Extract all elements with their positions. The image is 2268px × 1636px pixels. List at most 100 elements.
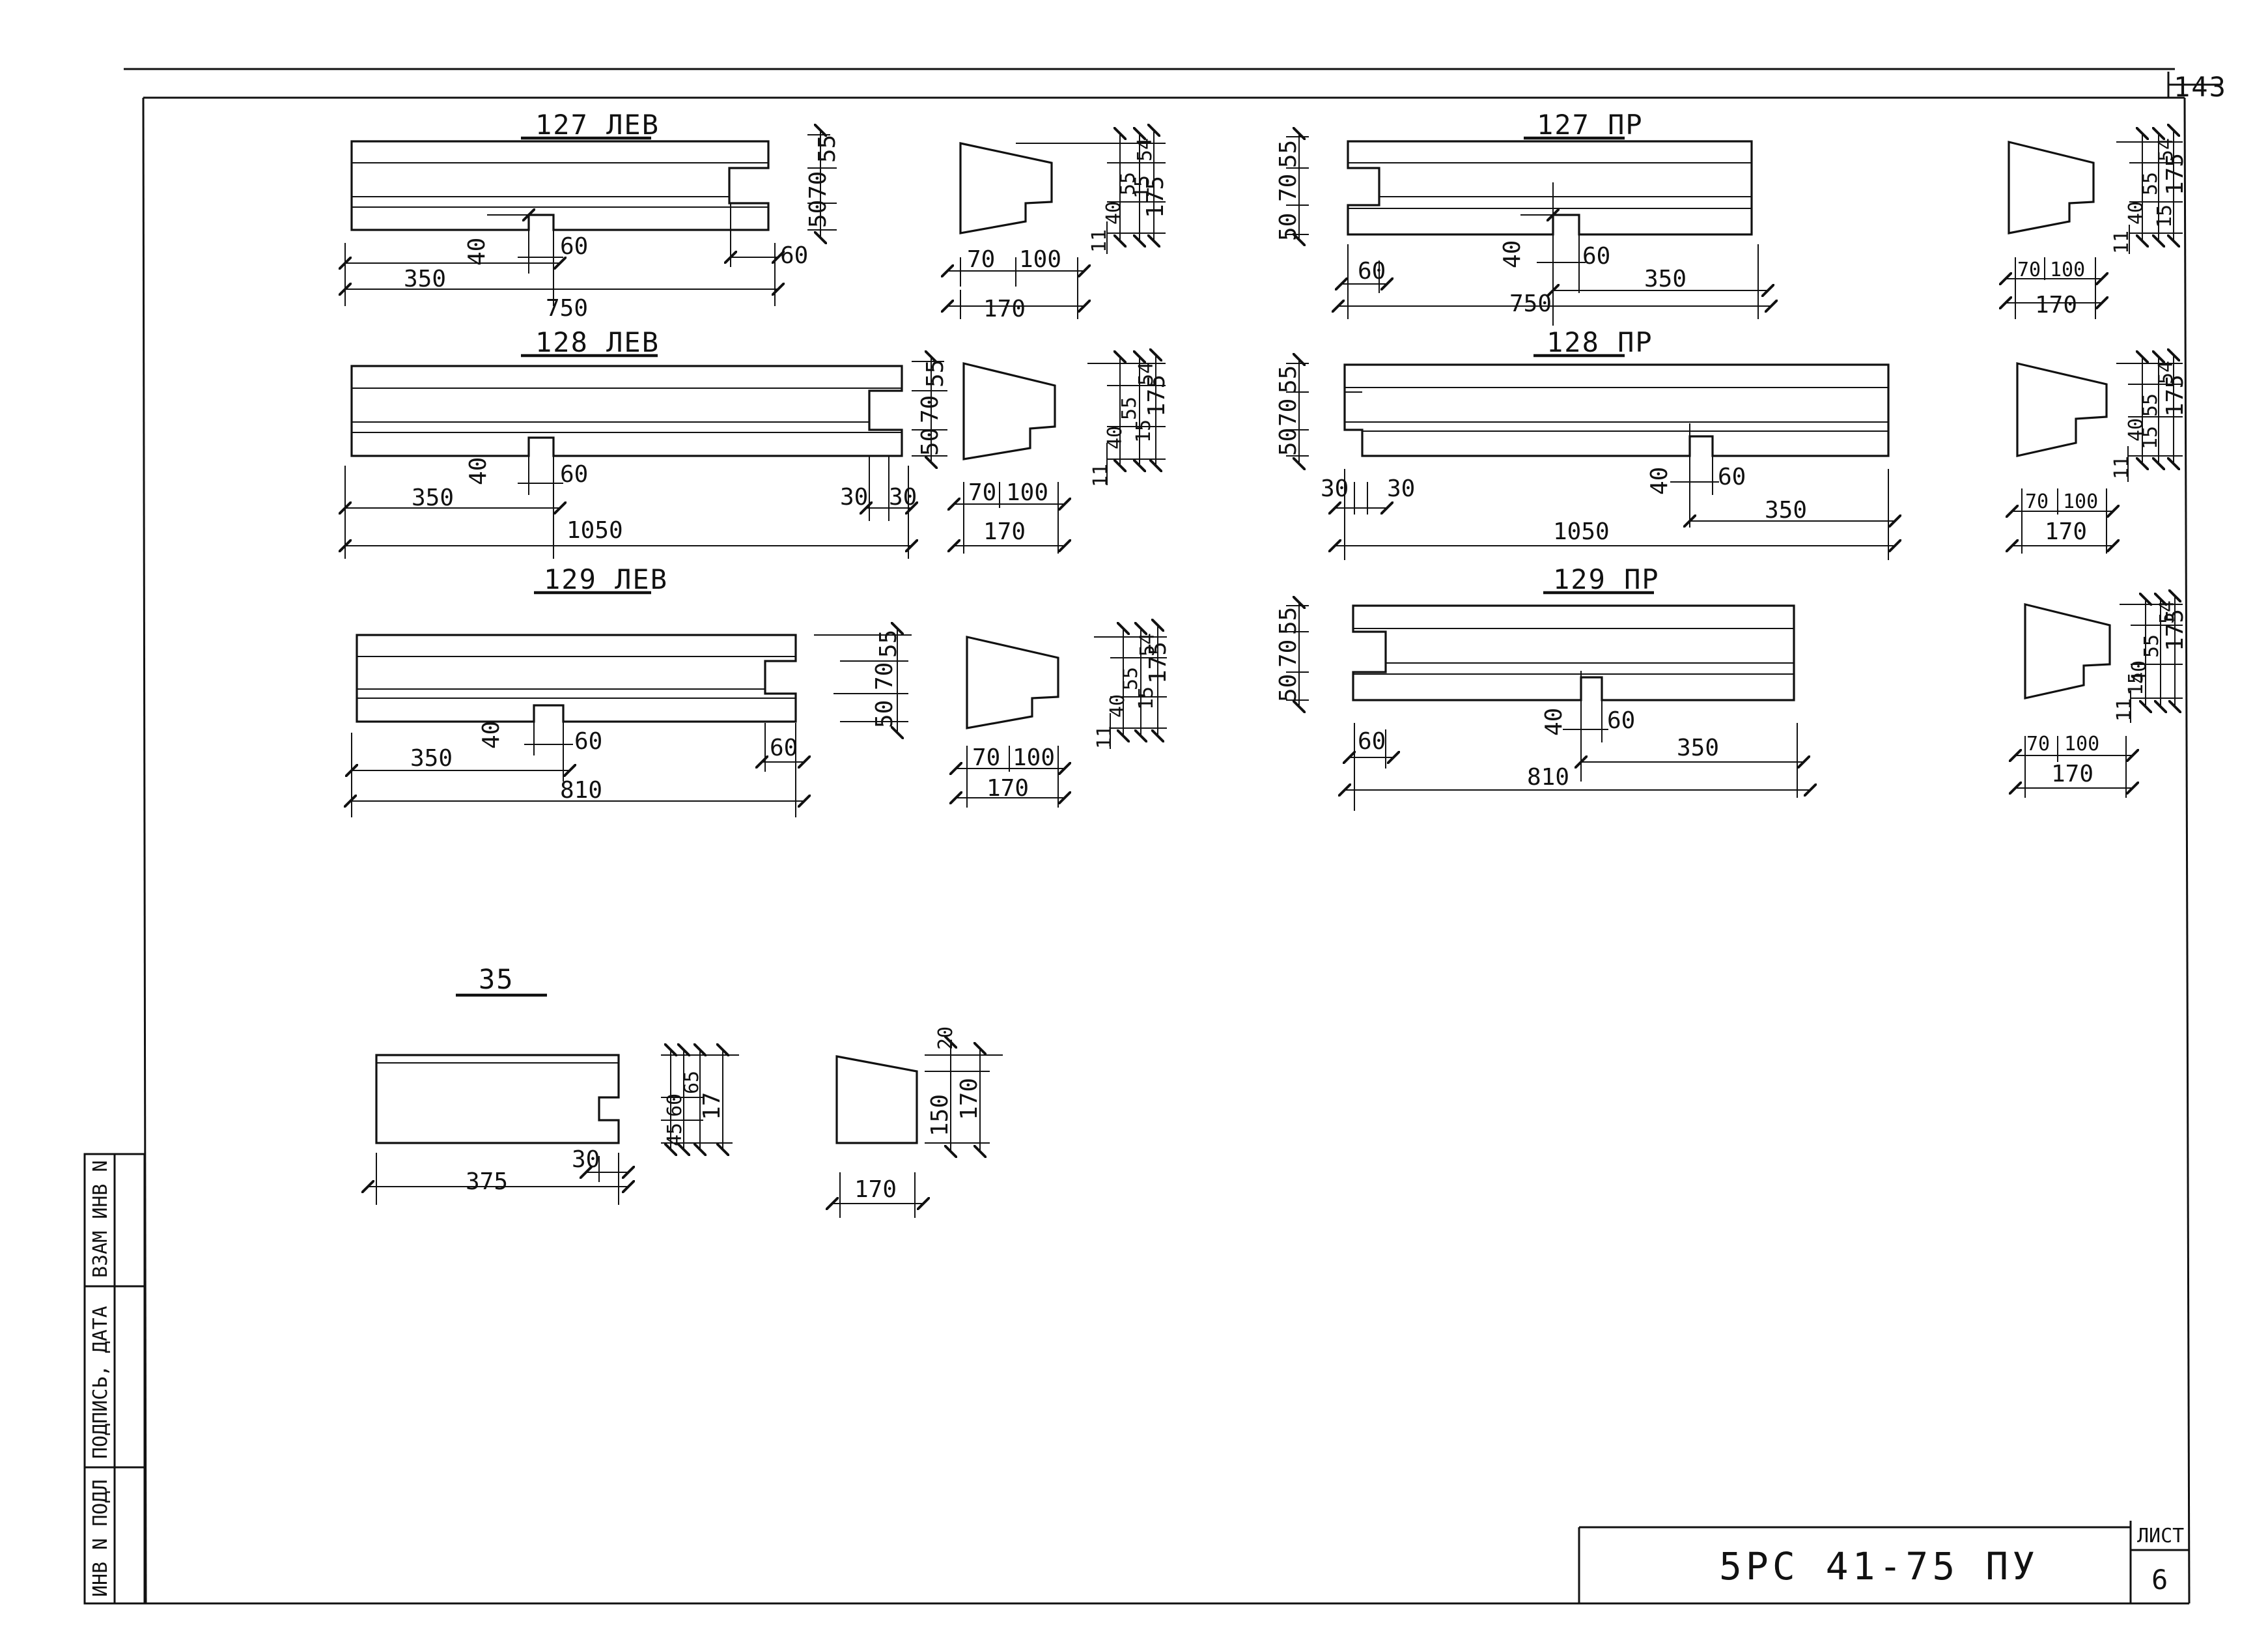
sec-dim-175: 175 xyxy=(2162,609,2189,651)
sheet-label: ЛИСТ xyxy=(2137,1525,2184,1547)
part-128-left: 128 ЛЕВ 350 40 60 1050 xyxy=(345,326,1170,559)
margin-stamp xyxy=(83,1153,146,1605)
dim-50: 50 xyxy=(1275,213,1302,241)
elevation-outline xyxy=(1347,140,1753,236)
sec-dim-70: 70 xyxy=(2026,733,2050,755)
elevation-outline xyxy=(375,1054,620,1144)
sec-dim-175: 175 xyxy=(2162,153,2189,195)
elevation-outline xyxy=(350,140,770,231)
dim-60: 60 xyxy=(1358,728,1386,755)
dim-30-b: 30 xyxy=(889,484,917,511)
dim-350: 350 xyxy=(412,485,454,511)
dim-375: 375 xyxy=(466,1168,508,1195)
part-127-left: 127 ЛЕВ 350 40 60 750 xyxy=(345,109,1169,322)
dim-350: 350 xyxy=(1765,497,1807,524)
part-127-right: 127 ПР 60 40 60 350 75 xyxy=(1275,109,2189,326)
cross-section xyxy=(956,625,1167,808)
dim-40: 40 xyxy=(465,457,492,485)
dim-55: 55 xyxy=(814,135,841,163)
dim-40: 40 xyxy=(1646,467,1673,495)
sec-dim-11: 11 xyxy=(1088,229,1111,253)
sec-dim-175: 175 xyxy=(1143,374,1170,417)
dim-40: 40 xyxy=(1499,240,1526,268)
sec-dim-15: 15 xyxy=(1132,419,1155,443)
dim-50: 50 xyxy=(917,428,944,456)
sec-dim-54: 54 xyxy=(1134,138,1156,162)
page-number: 143 xyxy=(2174,71,2227,103)
sec-dim-40: 40 xyxy=(2125,418,2148,442)
sec-dim-100: 100 xyxy=(1006,479,1048,506)
dim-70: 70 xyxy=(1275,399,1302,427)
margin-field-inv-podl: ИНВ N ПОДЛ xyxy=(89,1479,112,1597)
part-title: 129 ПР xyxy=(1553,563,1660,595)
sheet-frame xyxy=(85,68,2222,1605)
elevation-outline xyxy=(1352,604,1795,701)
title-block xyxy=(1578,1521,2189,1603)
dim-45: 45 xyxy=(664,1123,686,1146)
dimension-lines xyxy=(1286,134,1771,326)
sec-dim-175: 175 xyxy=(2162,374,2189,417)
dim-350: 350 xyxy=(1677,735,1719,761)
sec-dim-54: 54 xyxy=(1136,633,1159,656)
sec-dim-70: 70 xyxy=(2025,490,2049,513)
sec-dim-40: 40 xyxy=(1104,426,1127,449)
part-128-right: 128 ПР 30 30 40 60 xyxy=(1275,326,2189,560)
elevation-outline xyxy=(1343,363,1890,457)
part-129-left: 129 ЛЕВ 350 40 60 810 60 xyxy=(350,563,1171,817)
dim-50: 50 xyxy=(805,200,832,228)
sec-dim-170: 170 xyxy=(2051,761,2093,787)
sec-dim-54: 54 xyxy=(2155,361,2177,384)
part-129-right: 129 ПР 60 40 60 350 810 5 xyxy=(1275,563,2189,811)
cross-section xyxy=(2015,596,2183,798)
dim-810: 810 xyxy=(1527,764,1569,791)
dimension-lines xyxy=(1286,360,1895,560)
sec-dim-100: 100 xyxy=(2064,733,2099,755)
dim-70: 70 xyxy=(1275,640,1302,668)
dim-70: 70 xyxy=(871,662,898,690)
part-title: 127 ЛЕВ xyxy=(535,109,660,141)
cross-section xyxy=(954,355,1166,554)
dim-70: 70 xyxy=(1275,174,1302,202)
sec-dim-40: 40 xyxy=(1102,201,1125,225)
sec-dim-70: 70 xyxy=(972,744,1000,771)
sec-dim-100: 100 xyxy=(1013,744,1055,771)
dim-350: 350 xyxy=(410,745,453,772)
sec-dim-100: 100 xyxy=(1019,246,1061,273)
sec-dim-170: 170 xyxy=(2035,292,2077,318)
sec-dim-150: 150 xyxy=(927,1094,953,1136)
sec-dim-170: 170 xyxy=(983,518,1026,545)
dim-60: 60 xyxy=(1718,464,1746,490)
dim-60: 60 xyxy=(664,1093,686,1117)
sec-dim-70: 70 xyxy=(968,479,996,506)
sec-dim-40: 40 xyxy=(2125,201,2148,225)
sec-dim-40: 40 xyxy=(2128,660,2151,684)
margin-field-vzam-inv: ВЗАМ ИНВ N xyxy=(89,1160,112,1278)
dim-30-b: 30 xyxy=(1387,475,1415,502)
dim-60: 60 xyxy=(560,461,588,488)
dimension-lines xyxy=(345,130,837,306)
sec-dim-175: 175 xyxy=(1142,176,1169,218)
margin-field-signature-date: ПОДПИСЬ, ДАТА xyxy=(89,1306,112,1459)
sec-dim-55: 55 xyxy=(1117,172,1140,195)
sec-dim-15: 15 xyxy=(2153,204,2176,228)
dim-55: 55 xyxy=(1275,140,1302,168)
dim-end-60: 60 xyxy=(780,242,808,269)
elevation-outline xyxy=(356,634,797,723)
sec-dim-70: 70 xyxy=(2017,259,2041,281)
sec-dim-100: 100 xyxy=(2050,259,2085,281)
dim-40: 40 xyxy=(464,238,490,266)
part-title: 35 xyxy=(479,963,514,995)
sec-dim-15: 15 xyxy=(2139,426,2162,449)
sec-dim-54: 54 xyxy=(2155,138,2177,162)
elevation-outline xyxy=(350,365,903,457)
cross-section xyxy=(832,1042,1003,1218)
dim-50: 50 xyxy=(1275,428,1302,456)
dim-350: 350 xyxy=(1644,266,1687,292)
dimension-lines xyxy=(350,628,912,817)
sec-dim-11: 11 xyxy=(2113,698,2136,722)
sec-dim-55: 55 xyxy=(2139,172,2162,195)
dim-60: 60 xyxy=(1358,258,1386,285)
dim-40: 40 xyxy=(478,721,505,749)
dimension-lines xyxy=(1286,602,1810,811)
